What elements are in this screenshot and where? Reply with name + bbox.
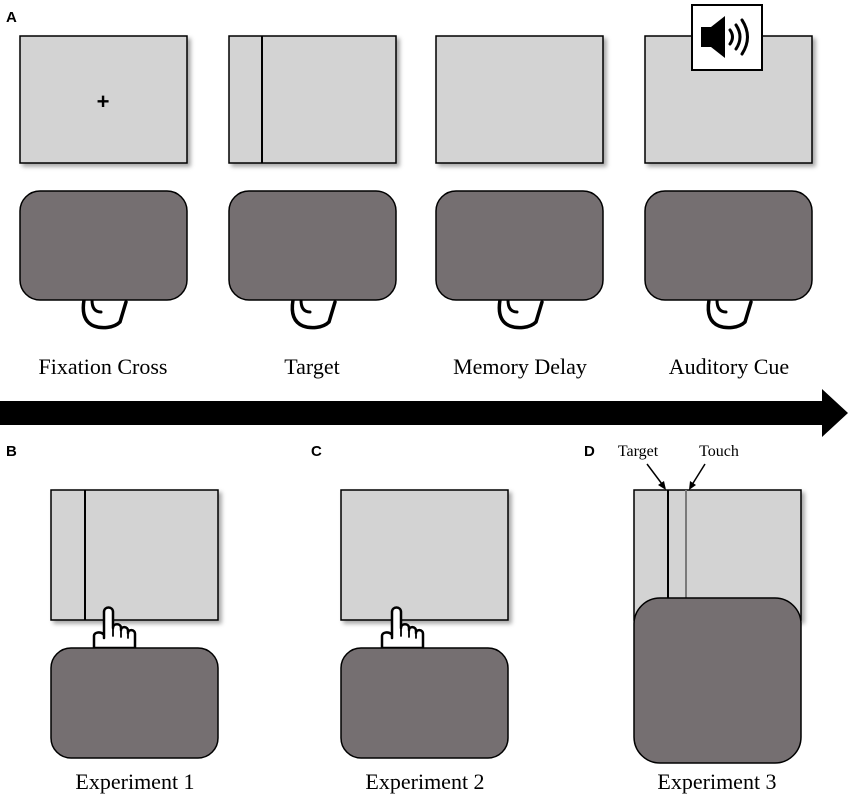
speaker-icon	[691, 4, 763, 71]
tablet	[435, 190, 604, 301]
tablet	[340, 647, 509, 759]
screen	[228, 35, 397, 164]
hand-icon	[497, 298, 544, 330]
panel-letter-a: A	[6, 9, 17, 26]
touch-label: Touch	[699, 443, 739, 460]
step-caption: Memory Delay	[453, 354, 587, 379]
screen	[340, 489, 509, 621]
target-label: Target	[618, 443, 659, 460]
experiment-caption: Experiment 1	[75, 769, 194, 794]
hand-icon	[81, 298, 128, 330]
tablet	[50, 647, 219, 759]
tablet	[228, 190, 397, 301]
tablet	[644, 190, 813, 301]
experiment-2: Experiment 2	[340, 489, 509, 794]
timeline-arrow	[0, 389, 848, 437]
experiment-caption: Experiment 2	[365, 769, 484, 794]
experiment-1: Experiment 1	[50, 489, 219, 794]
panel-letter-c: C	[311, 443, 322, 460]
step-caption: Target	[284, 354, 339, 379]
screen	[19, 35, 188, 164]
tablet	[633, 597, 802, 764]
step-target: Target	[228, 35, 397, 379]
step-caption: Fixation Cross	[39, 354, 168, 379]
fixation-cross-symbol: +	[97, 89, 110, 114]
panel-letter-b: B	[6, 443, 17, 460]
step-auditory-cue: Auditory Cue	[644, 4, 813, 379]
hand-icon	[706, 298, 753, 330]
experiment-3: Target Touch Experiment 3	[618, 443, 802, 794]
step-memory-delay: Memory Delay	[435, 35, 604, 379]
screen	[50, 489, 219, 621]
tablet	[19, 190, 188, 301]
panel-letter-d: D	[584, 443, 595, 460]
hand-icon	[290, 298, 337, 330]
experiment-caption: Experiment 3	[657, 769, 776, 794]
step-caption: Auditory Cue	[669, 354, 789, 379]
screen	[435, 35, 604, 164]
step-fixation-cross: + Fixation Cross	[19, 35, 188, 379]
